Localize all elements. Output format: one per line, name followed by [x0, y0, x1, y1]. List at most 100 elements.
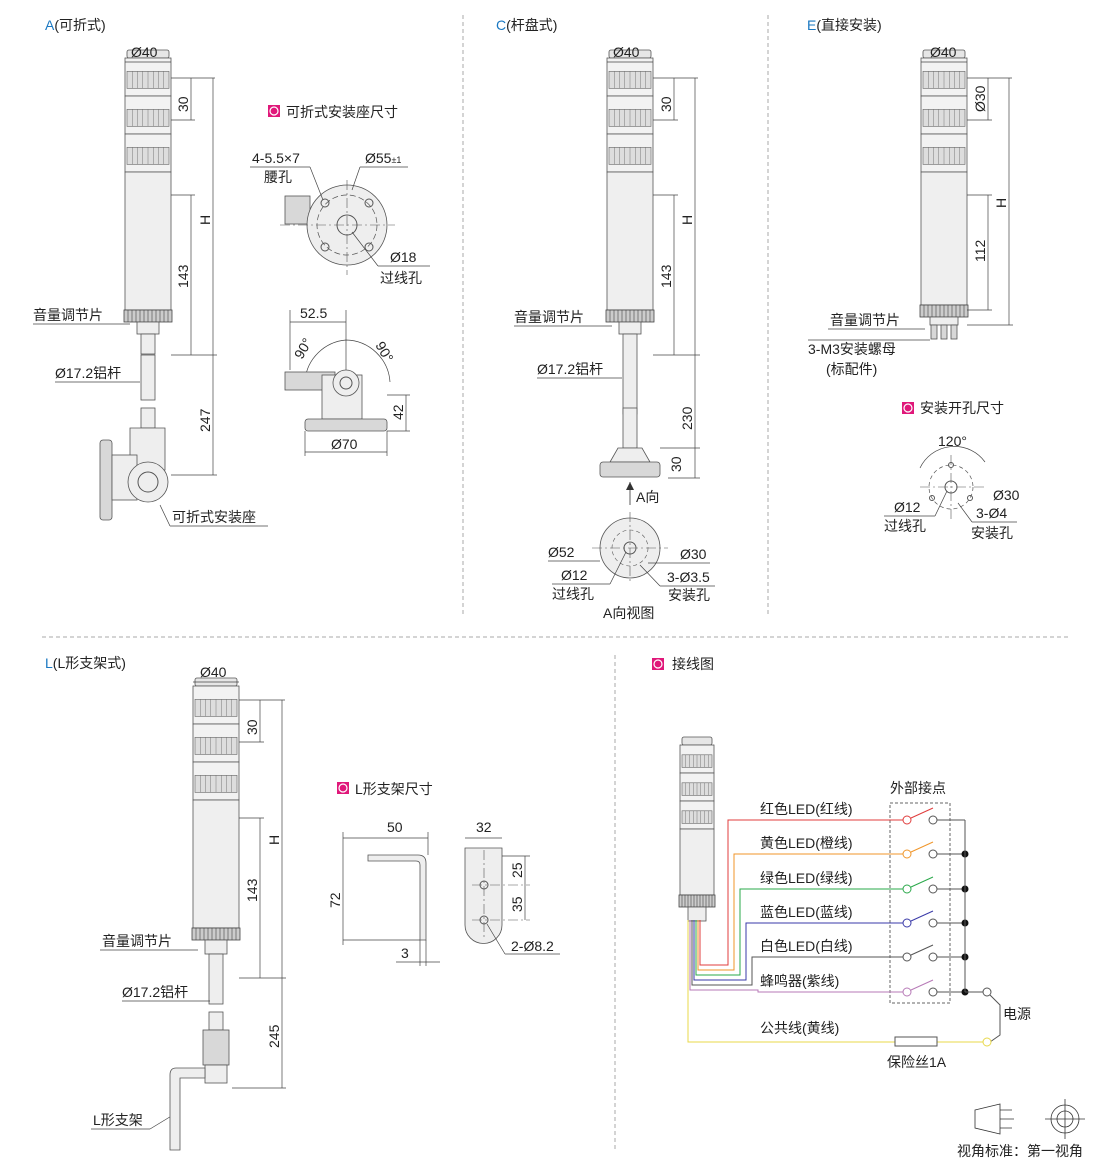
- power-label: 电源: [1003, 1006, 1031, 1022]
- cutout-title: 安装开孔尺寸: [920, 400, 1004, 416]
- dim-diameter: Ø40: [131, 44, 158, 60]
- contact-terminal: [928, 849, 938, 859]
- pole: [140, 354, 156, 401]
- dim-pole: 245: [266, 1024, 282, 1048]
- dim-pole: 230: [679, 406, 695, 430]
- mount-label: 可折式安装座: [172, 509, 256, 525]
- wiring-diagram: 接线图 外部接点 红色LED(红线)黄色LED(橙线)绿色LED(绿线)蓝色LE…: [652, 656, 1031, 1070]
- mount-plate: [99, 439, 113, 521]
- volume-label: 音量调节片: [514, 309, 584, 325]
- mount-screw: [950, 324, 958, 340]
- power-link: [989, 994, 1001, 1043]
- contact-terminal: [902, 987, 912, 997]
- tower-base: [687, 906, 707, 922]
- wire-label: 白色LED(白线): [760, 938, 853, 954]
- pole: [622, 407, 638, 449]
- switch-blade: [910, 910, 934, 922]
- contact-terminal: [902, 884, 912, 894]
- tower-body: [679, 828, 715, 896]
- section-a: A(可折式) Ø40 30 143 H 247 音量调节片 Ø17.2铝杆 可折…: [33, 17, 268, 527]
- tower-cap: [681, 736, 713, 746]
- contact-terminal: [928, 952, 938, 962]
- dim-pole: 247: [197, 408, 213, 432]
- d12-label: Ø12: [561, 567, 588, 583]
- wire-label: 蜂鸣器(紫线): [760, 973, 839, 989]
- wire: [695, 888, 903, 976]
- switch-blade: [910, 807, 934, 819]
- d25-label: 25: [509, 862, 525, 878]
- bracket-dims-title: L形支架尺寸: [355, 781, 433, 797]
- contact-terminal: [902, 849, 912, 859]
- power-terminal: [982, 1037, 992, 1047]
- holes-label: 3-Ø4: [976, 505, 1007, 521]
- wires: 红色LED(红线)黄色LED(橙线)绿色LED(绿线)蓝色LED(蓝线)白色LE…: [687, 801, 1001, 1047]
- dim-body: 143: [244, 878, 260, 902]
- dim-segment: 30: [658, 96, 674, 112]
- install-label: 安装孔: [668, 587, 710, 603]
- wire: [697, 853, 903, 971]
- d70-label: Ø70: [331, 436, 358, 452]
- mount-hinge: [127, 461, 169, 503]
- projection-label: 视角标准：第一视角: [957, 1143, 1083, 1159]
- mount-hinge: [137, 471, 159, 493]
- tower-body: [920, 171, 968, 306]
- tower-base: [618, 321, 642, 335]
- wire-label: 红色LED(红线): [760, 801, 853, 817]
- volume-label: 音量调节片: [33, 307, 103, 323]
- mount-dimensions: 可折式安装座尺寸 4-5.5×7 腰孔 Ø55±1 Ø18 过线孔 52.5 9…: [250, 104, 430, 456]
- dim-diameter: Ø40: [200, 664, 227, 680]
- fuse-label: 保险丝1A: [887, 1054, 947, 1070]
- d55-label: Ø55±1: [365, 150, 401, 166]
- d30-label: Ø30: [993, 487, 1020, 503]
- dim-height: H: [266, 835, 282, 845]
- tower-body: [124, 171, 172, 311]
- dim-diameter: Ø40: [613, 44, 640, 60]
- dim-body: 143: [175, 264, 191, 288]
- dim-height: H: [679, 215, 695, 225]
- tower-base: [929, 316, 959, 326]
- view-label: A向视图: [603, 605, 654, 621]
- tower-base: [204, 939, 228, 955]
- common-wire-label: 公共线(黄线): [760, 1020, 839, 1036]
- pole-plate: [599, 461, 661, 478]
- contact-terminal: [902, 918, 912, 928]
- tower-base: [136, 321, 160, 335]
- fuse: [894, 1036, 938, 1047]
- neck: [140, 333, 156, 355]
- hole-label: 过线孔: [884, 518, 926, 534]
- projection-symbol: 视角标准：第一视角: [957, 1099, 1085, 1159]
- d35-label: 35: [509, 896, 525, 912]
- switch-blade: [910, 876, 934, 888]
- section-letter: C(杆盘式): [496, 17, 557, 33]
- holes-label: 3-Ø3.5: [667, 569, 710, 585]
- d12-label: Ø12: [894, 499, 921, 515]
- nut-label: 3-M3安装螺母: [808, 341, 896, 357]
- volume-label: 音量调节片: [830, 312, 900, 328]
- holes-label: 2-Ø8.2: [511, 938, 554, 954]
- cone-icon: [974, 1103, 1014, 1135]
- d52-label: Ø52: [548, 544, 575, 560]
- dim-base: 30: [668, 456, 684, 472]
- l-bracket: [169, 1067, 206, 1151]
- pole-end: [204, 1064, 228, 1084]
- pole-label: Ø17.2铝杆: [55, 365, 121, 381]
- d72-label: 72: [327, 892, 343, 908]
- d18-label: Ø18: [390, 249, 417, 265]
- bracket-dimensions: L形支架尺寸 50 72 3 32 25 35 2-Ø8.2: [327, 781, 560, 966]
- section-letter: E(直接安装): [807, 17, 882, 33]
- dim-height: H: [993, 198, 1009, 208]
- d42-label: 42: [390, 404, 406, 420]
- dim-height: H: [197, 215, 213, 225]
- dim-segment: 30: [244, 719, 260, 735]
- section-c: C(杆盘式) Ø40 30 143 H 230 30 音量调节片 Ø17.2铝杆…: [496, 17, 715, 621]
- wiring-title: 接线图: [672, 656, 714, 672]
- contact-terminal: [928, 918, 938, 928]
- wire: [689, 920, 903, 993]
- d30-label: Ø30: [680, 546, 707, 562]
- dim-segment: 30: [175, 96, 191, 112]
- switch-blade: [910, 841, 934, 853]
- d52-5-label: 52.5: [300, 305, 327, 321]
- contacts-box: [889, 802, 951, 1004]
- hole-label: 过线孔: [552, 586, 594, 602]
